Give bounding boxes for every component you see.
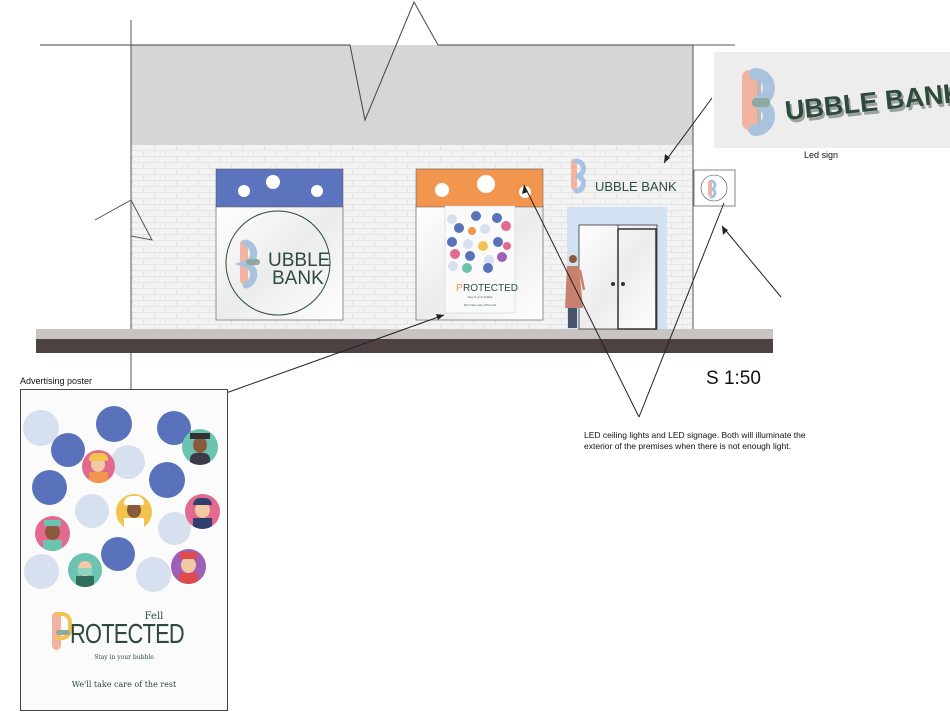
avatar-icon — [68, 553, 102, 587]
door-inner-frame — [617, 228, 657, 330]
break-line — [94, 199, 153, 241]
arrowhead — [436, 314, 444, 320]
poster-bubble — [51, 433, 85, 467]
window-brand-line2: BANK — [272, 268, 324, 289]
mini-bubble — [468, 227, 476, 235]
led-note-line1: LED ceiling lights and LED signage. Both… — [584, 430, 806, 440]
door-handle — [621, 282, 625, 286]
leader-line-blade — [721, 225, 782, 298]
awning-light — [266, 175, 280, 189]
mini-bubble — [478, 241, 488, 251]
advertising-poster-label: Advertising poster — [20, 376, 93, 386]
woman-arm — [578, 269, 586, 291]
mini-poster-tagline: Stay in your bubble — [468, 296, 493, 299]
mini-bubble — [447, 214, 457, 224]
advertising-poster: Fell ROTECTED Stay in your bubble We'll … — [20, 389, 228, 711]
led-sign-label: Led sign — [804, 150, 839, 160]
woman-head — [569, 255, 577, 263]
mini-bubble — [450, 249, 460, 259]
avatar-icon — [185, 494, 220, 529]
logo-bar — [246, 259, 260, 265]
mini-poster-footer: We'll take care of the rest — [464, 304, 497, 307]
mini-bubble — [448, 261, 458, 271]
door-handle — [611, 282, 615, 286]
poster-bubble — [111, 445, 145, 479]
poster-bubble — [96, 406, 132, 442]
leader-line-poster — [225, 314, 445, 394]
leader-line-led-b — [638, 202, 725, 418]
facade-sign-text: UBBLE BANK — [595, 179, 677, 194]
woman-legs — [568, 308, 577, 328]
window-logo-circle — [225, 210, 331, 316]
awning-light — [477, 175, 495, 193]
window-brand-line1: UBBLE — [268, 250, 330, 271]
leader-line-led-a — [523, 184, 640, 418]
mini-bubble — [462, 263, 472, 273]
mini-poster-bubbles — [447, 211, 511, 273]
led-logo-stem — [742, 70, 757, 130]
avatar-icon — [82, 450, 115, 483]
avatar-icon — [182, 429, 218, 465]
roof-band — [131, 45, 693, 145]
mini-poster-big-letter: P — [456, 283, 463, 294]
poster-big-letter — [52, 612, 72, 650]
mini-bubble — [465, 251, 475, 261]
led-logo-bar — [752, 98, 770, 107]
poster-title: ROTECTED — [70, 618, 185, 649]
mini-bubble — [471, 211, 481, 221]
mini-bubble — [454, 223, 464, 233]
avatar-icon — [35, 516, 70, 551]
poster-bubble — [75, 494, 109, 528]
left-awning — [215, 168, 344, 208]
poster-tagline: Stay in your bubble — [94, 654, 154, 661]
avatar-icon — [171, 549, 206, 584]
logo-curve — [234, 239, 258, 289]
roof-outline — [40, 0, 693, 122]
poster-bubble — [24, 554, 59, 589]
pavement — [36, 329, 773, 339]
avatar-icon — [116, 494, 152, 530]
awning-light — [435, 183, 449, 197]
arrowhead — [664, 154, 670, 163]
mini-bubble — [493, 237, 503, 247]
poster-bubble — [136, 557, 171, 592]
mini-bubble — [447, 237, 457, 247]
blade-logo-curve — [709, 179, 717, 199]
awning-light — [311, 185, 323, 197]
poster-bubble — [101, 537, 135, 571]
arrowhead — [522, 185, 528, 194]
sign-logo-b-stem — [571, 159, 577, 190]
poster-footer: We'll take care of the rest — [71, 680, 177, 689]
mini-bubble — [503, 242, 511, 250]
mini-bubble — [484, 255, 494, 265]
poster-bubble — [32, 470, 67, 505]
mini-bubble — [483, 263, 493, 273]
poster-small-word: Fell — [144, 611, 164, 622]
sign-logo-b-curve — [573, 158, 586, 194]
mini-bubble — [492, 213, 502, 223]
mini-bubble — [501, 221, 511, 231]
mini-poster-title: ROTECTED — [463, 283, 518, 294]
awning-light — [238, 185, 250, 197]
poster-bubble — [149, 462, 185, 498]
blade-logo-stem — [708, 180, 712, 196]
mini-bubble — [463, 239, 473, 249]
mini-bubble — [497, 252, 507, 262]
scale-label: S 1:50 — [706, 368, 761, 389]
mini-bubble — [480, 224, 490, 234]
left-window-glass — [215, 205, 344, 321]
led-note-line2: exterior of the premises when there is n… — [584, 441, 791, 451]
road — [36, 339, 773, 353]
leader-line-led-sign — [663, 97, 713, 164]
blade-sign-ring — [700, 174, 728, 202]
arrowhead — [722, 226, 728, 235]
